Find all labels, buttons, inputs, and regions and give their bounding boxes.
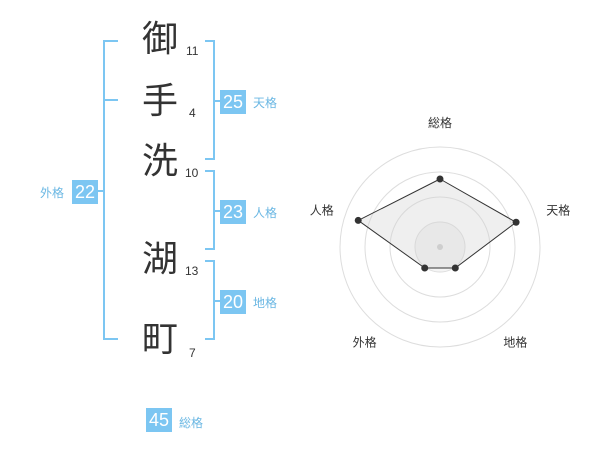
stroke-count-3: 10 [185,166,199,180]
radar-axis-label-1: 総格 [428,115,452,130]
chikaku-label: 地格 [253,296,278,310]
radar-axis-label-3: 地格 [503,334,527,349]
stroke-count-1: 11 [186,44,199,58]
radar-point-5 [354,216,362,224]
radar-center-dot [437,244,443,250]
name-char-1: 御 [141,19,178,60]
soukaku-label: 総格 [179,416,204,430]
name-char-3: 洗 [141,141,178,182]
radar-point-1 [436,175,444,183]
jinkaku-bracket-top [205,170,215,172]
radar-series-polygon [357,178,517,269]
name-char-5: 町 [141,319,178,360]
stroke-count-5: 7 [189,346,196,360]
chikaku-badge: 20 [220,290,246,314]
chikaku-bracket-bottom [205,338,215,340]
tenkaku-label: 天格 [253,96,278,110]
radar-axis-label-4: 外格 [353,334,377,349]
gaikaku-label: 外格 [40,186,65,200]
jinkaku-bracket-tick [213,210,220,212]
gaikaku-bracket-bottom [103,338,118,340]
tenkaku-badge: 25 [220,90,246,114]
gaikaku-bracket-top [103,40,118,42]
tenkaku-bracket-bottom [205,158,215,160]
jinkaku-bracket-bottom [205,248,215,250]
radar-axis-label-5: 人格 [310,203,334,218]
gaikaku-badge: 22 [72,180,98,204]
gaikaku-bracket-tick [97,190,103,192]
chikaku-bracket-top [205,260,215,262]
name-char-4: 湖 [141,239,178,280]
gaikaku-bracket-middle [103,99,118,101]
stroke-count-2: 4 [189,106,196,120]
radar-point-4 [421,264,429,272]
radar-point-2 [512,218,520,226]
soukaku-badge: 45 [146,408,172,432]
stroke-count-4: 13 [185,264,199,278]
jinkaku-label: 人格 [253,206,278,220]
tenkaku-bracket-tick [213,100,220,102]
gaikaku-bracket-vertical [103,40,105,340]
radar-axis-label-2: 天格 [546,203,570,218]
tenkaku-bracket-top [205,40,215,42]
name-char-2: 手 [141,81,178,122]
radar-point-3 [451,264,459,272]
jinkaku-badge: 23 [220,200,246,224]
chikaku-bracket-tick [213,300,220,302]
